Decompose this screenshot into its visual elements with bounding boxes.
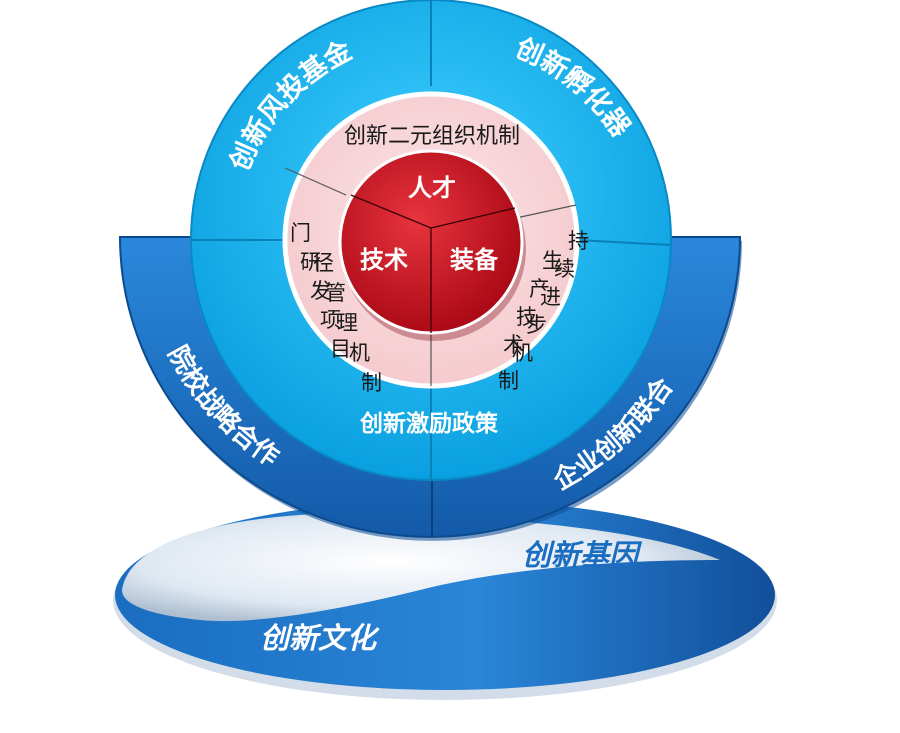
base-light-swirl: [122, 513, 720, 622]
label-rd-project-col2: 径管理机制: [313, 251, 382, 395]
label-equipment: 装备: [450, 245, 499, 274]
base-swirl: 创新基因 创新文化: [113, 500, 777, 700]
label-incentive-policy: 创新激励政策: [359, 410, 499, 437]
left-pink-text: 门研发项目 径管理机制: [290, 221, 382, 395]
label-innovation-gene: 创新基因: [522, 538, 643, 572]
label-continuous-progress-col2: 生产技术: [503, 249, 563, 357]
core: 人才 技术 装备: [338, 149, 526, 341]
label-technology: 技术: [360, 245, 408, 274]
label-dual-organization: 创新二元组织机制: [344, 124, 520, 149]
label-talent: 人才: [408, 173, 456, 202]
label-continuous-progress-col1: 持续进步机制: [498, 229, 589, 393]
label-innovation-culture: 创新文化: [260, 621, 380, 655]
right-pink-text: 持续进步机制 生产技术: [498, 229, 589, 393]
label-rd-project-col1: 门研发项目: [290, 221, 351, 361]
